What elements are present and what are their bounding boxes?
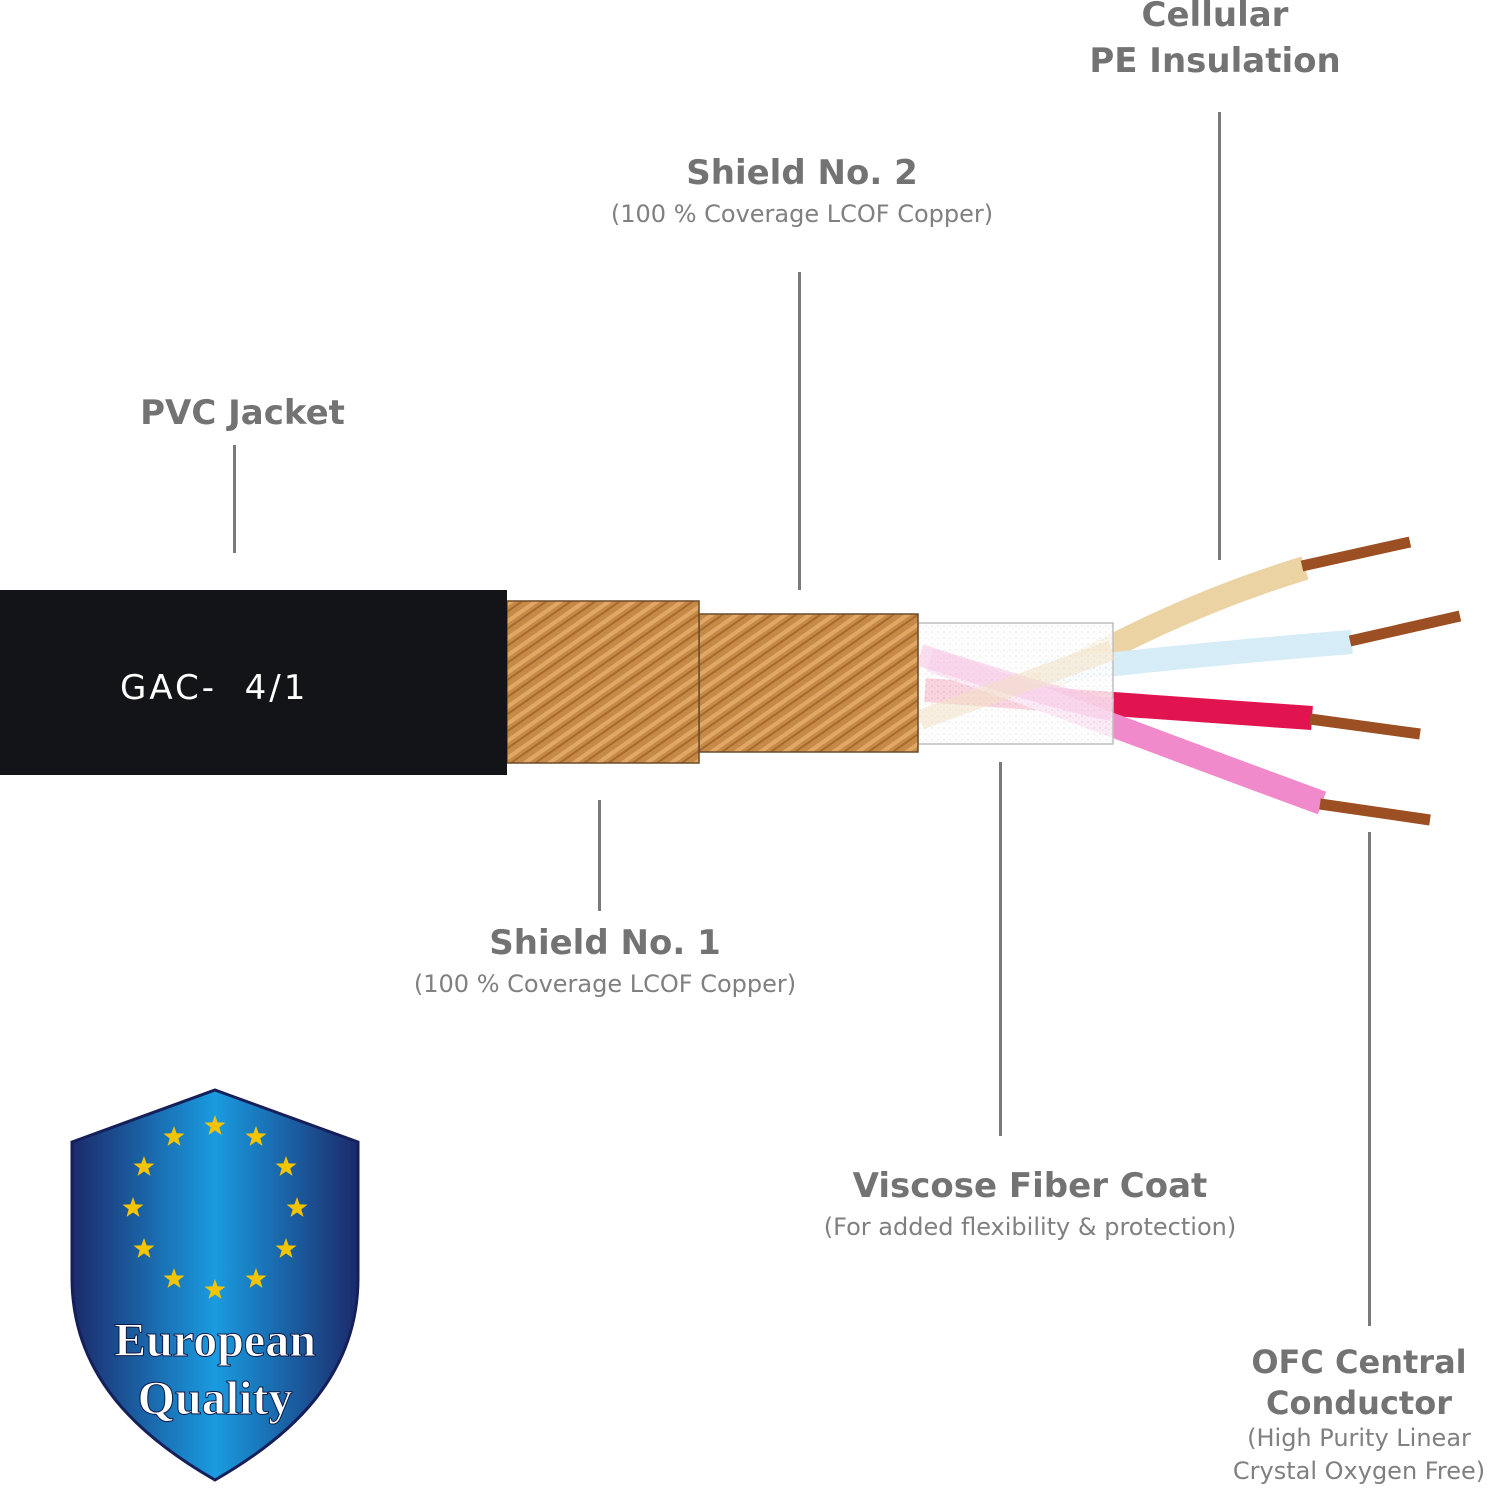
label-shield-2-title: Shield No. 2 <box>686 153 918 193</box>
conductor-1 <box>1300 536 1412 572</box>
star-icon <box>122 1197 144 1217</box>
star-icon <box>204 1115 226 1135</box>
leader-viscose <box>999 762 1002 1136</box>
label-ofc: OFC Central Conductor (High Purity Linea… <box>1230 1340 1488 1489</box>
pvc-jacket <box>0 590 507 775</box>
label-cellular-pe: Cellular PE Insulation <box>1060 0 1370 85</box>
star-icon <box>204 1279 226 1299</box>
label-cellular-pe-line2: PE Insulation <box>1089 40 1341 81</box>
star-icon <box>275 1156 297 1176</box>
copper-conductors <box>1300 536 1462 826</box>
star-icon <box>163 1126 185 1146</box>
label-shield-1-title: Shield No. 1 <box>489 923 721 963</box>
conductor-3 <box>1309 713 1421 740</box>
shield-2-braid <box>698 613 919 753</box>
eu-stars-icon <box>122 1115 308 1299</box>
star-icon <box>133 1156 155 1176</box>
label-cellular-pe-line1: Cellular <box>1141 0 1289 35</box>
label-viscose: Viscose Fiber Coat (For added flexibilit… <box>790 1163 1270 1244</box>
leader-pvc-jacket <box>233 445 236 553</box>
leader-shield-1 <box>598 800 601 911</box>
leader-ofc <box>1368 832 1371 1326</box>
label-shield-2-sub: (100 % Coverage LCOF Copper) <box>610 199 994 228</box>
star-icon <box>275 1238 297 1258</box>
label-pvc-jacket: PVC Jacket <box>100 390 385 438</box>
shield-1-braid <box>506 600 700 764</box>
label-viscose-sub: (For added flexibility & protection) <box>823 1212 1237 1241</box>
label-ofc-sub1: (High Purity Linear <box>1247 1423 1471 1452</box>
conductor-2 <box>1348 610 1462 647</box>
label-shield-2: Shield No. 2 (100 % Coverage LCOF Copper… <box>582 150 1022 231</box>
label-viscose-title: Viscose Fiber Coat <box>852 1166 1208 1206</box>
star-icon <box>286 1197 308 1217</box>
label-ofc-line1: OFC Central <box>1251 1343 1467 1381</box>
conductor-4 <box>1319 798 1431 826</box>
european-quality-badge: European Quality <box>70 1088 360 1482</box>
label-ofc-sub2: Crystal Oxygen Free) <box>1232 1457 1486 1486</box>
label-ofc-line2: Conductor <box>1266 1383 1452 1422</box>
label-shield-1-sub: (100 % Coverage LCOF Copper) <box>413 969 797 998</box>
label-shield-1: Shield No. 1 (100 % Coverage LCOF Copper… <box>385 920 825 1001</box>
cable-marking: GAC- 4/1 <box>120 668 308 708</box>
star-icon <box>163 1268 185 1288</box>
label-pvc-jacket-title: PVC Jacket <box>140 393 345 433</box>
star-icon <box>245 1268 267 1288</box>
leader-shield-2 <box>798 272 801 590</box>
star-icon <box>133 1238 155 1258</box>
star-icon <box>245 1126 267 1146</box>
leader-cellular-pe <box>1218 112 1221 560</box>
badge-line1: European <box>114 1314 316 1367</box>
badge-line2: Quality <box>138 1372 293 1425</box>
